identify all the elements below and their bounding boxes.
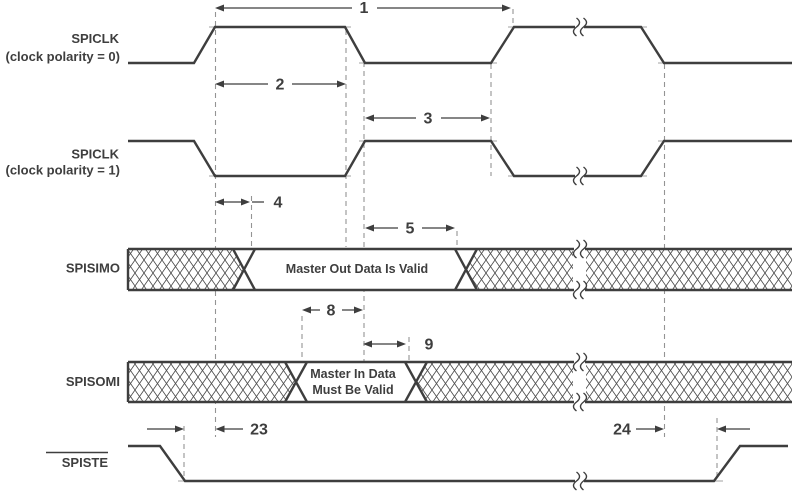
spisomi-band-outline bbox=[126, 360, 792, 404]
arrow-left-head bbox=[215, 198, 224, 206]
arrow-left-head bbox=[717, 425, 726, 433]
arrow-right-head bbox=[502, 4, 511, 12]
arrow-left-head bbox=[302, 306, 311, 314]
spisimo-valid-region bbox=[244, 249, 466, 290]
spisimo-band-outline bbox=[126, 247, 792, 292]
spisomi-bus: Master In Data Must Be Valid bbox=[126, 352, 792, 412]
timing-label-23: 23 bbox=[250, 422, 268, 439]
arrow-right-head bbox=[481, 114, 490, 122]
spisomi-label: SPISOMI bbox=[66, 374, 120, 389]
timing-arrow-1: 1 bbox=[215, 0, 511, 17]
arrow-right-head bbox=[446, 224, 455, 232]
spiste-break-mark bbox=[572, 471, 588, 491]
spiclk-pol0-waveform bbox=[128, 25, 792, 65]
arrow-right-head bbox=[655, 425, 664, 433]
arrow-left-head bbox=[365, 114, 374, 122]
spisimo-valid-label: Master Out Data Is Valid bbox=[286, 262, 428, 276]
timing-arrow-5: 5 bbox=[365, 221, 455, 238]
waveforms bbox=[128, 17, 792, 491]
spiclk-pol1-sublabel: (clock polarity = 1) bbox=[5, 163, 120, 178]
arrow-left-head bbox=[363, 340, 372, 348]
arrow-right-head bbox=[241, 198, 250, 206]
timing-arrow-24: 24 bbox=[613, 422, 750, 439]
spisomi-valid-label-line2: Must Be Valid bbox=[312, 383, 393, 397]
spisimo-break-mark bbox=[572, 239, 588, 300]
spisimo-bus: Master Out Data Is Valid bbox=[126, 239, 792, 300]
timing-label-9: 9 bbox=[425, 337, 434, 354]
timing-arrows: 1 2 3 4 5 8 bbox=[147, 0, 750, 439]
signal-labels: SPICLK (clock polarity = 0) SPICLK (cloc… bbox=[5, 31, 120, 470]
arrow-left-head bbox=[215, 80, 224, 88]
spiclk-pol0-sublabel: (clock polarity = 0) bbox=[5, 49, 120, 64]
spiclk-pol0-label: SPICLK bbox=[71, 31, 119, 46]
timing-arrow-4: 4 bbox=[215, 195, 283, 212]
timing-label-2: 2 bbox=[276, 77, 285, 94]
timing-arrow-2: 2 bbox=[215, 77, 346, 94]
arrow-left-head bbox=[365, 224, 374, 232]
arrow-right-head bbox=[354, 306, 363, 314]
spisimo-hatch-left bbox=[128, 249, 244, 290]
timing-label-1: 1 bbox=[360, 0, 369, 17]
spiclk-pol0-break-mark bbox=[572, 17, 588, 37]
timing-label-24: 24 bbox=[613, 422, 631, 439]
timing-label-8: 8 bbox=[327, 303, 336, 320]
timing-label-5: 5 bbox=[406, 221, 415, 238]
arrow-left-head bbox=[215, 425, 225, 433]
guide-lines bbox=[183, 9, 718, 480]
spiste-waveform bbox=[128, 444, 788, 483]
spisomi-hatch-left bbox=[128, 362, 296, 402]
timing-label-3: 3 bbox=[424, 111, 433, 128]
timing-label-4: 4 bbox=[274, 195, 283, 212]
arrow-right-head bbox=[337, 80, 346, 88]
spisomi-break-mark bbox=[572, 352, 588, 412]
spisimo-label: SPISIMO bbox=[66, 261, 120, 276]
spisimo-hatch-right bbox=[466, 249, 792, 290]
arrow-right-head bbox=[397, 340, 406, 348]
spisomi-valid-label-line1: Master In Data bbox=[310, 367, 396, 381]
spiste-label: SPISTE bbox=[62, 455, 109, 470]
timing-arrow-9: 9 bbox=[363, 337, 434, 354]
spisomi-hatch-right bbox=[416, 362, 792, 402]
spiclk-pol1-label: SPICLK bbox=[71, 147, 119, 162]
spisomi-valid-region bbox=[296, 362, 416, 402]
timing-arrow-3: 3 bbox=[365, 111, 490, 128]
arrow-right-head bbox=[175, 425, 184, 433]
timing-arrow-8: 8 bbox=[302, 303, 363, 320]
arrow-left-head bbox=[215, 4, 224, 12]
spiclk-pol1-break-mark bbox=[572, 166, 588, 186]
spiclk-pol1-waveform bbox=[128, 139, 792, 178]
timing-arrow-23: 23 bbox=[147, 422, 268, 439]
